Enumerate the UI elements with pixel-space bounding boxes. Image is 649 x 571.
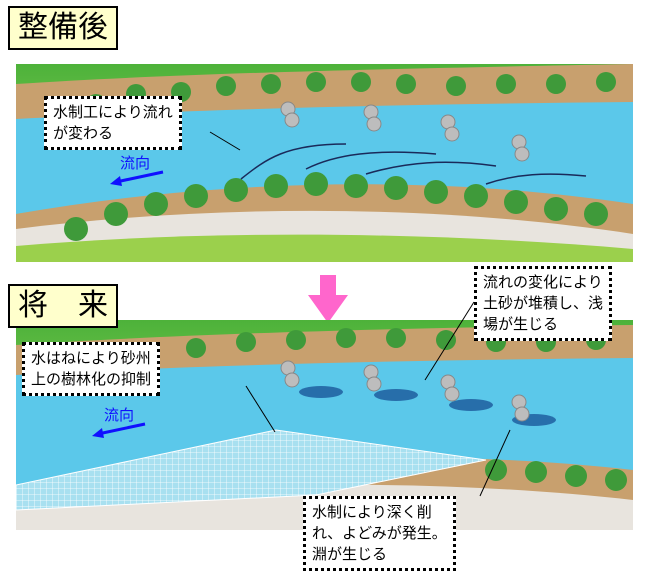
top-title: 整備後 [8,6,118,50]
top-flow-arrow-icon [110,170,164,186]
bottom-note-right-bottom: 水制により深く削 れ、よどみが発生。 淵が生じる [303,496,456,571]
groynes [280,101,530,162]
groynes [280,360,530,422]
bottom-flow-arrow-icon [92,422,146,438]
trees-near-bank [64,172,608,241]
top-flow-label: 流向 [120,154,151,172]
down-arrow-icon [308,275,348,323]
top-note: 水制工により流れ が変わる [44,96,182,150]
bottom-flow-label: 流向 [104,406,135,424]
flow-lines [240,143,587,185]
bottom-note-left: 水はねにより砂州 上の樹林化の抑制 [22,342,161,396]
pools [299,386,556,426]
bottom-title: 将 来 [8,284,118,328]
bottom-note-right-top: 流れの変化により 土砂が堆積し、浅 場が生じる [474,266,613,341]
